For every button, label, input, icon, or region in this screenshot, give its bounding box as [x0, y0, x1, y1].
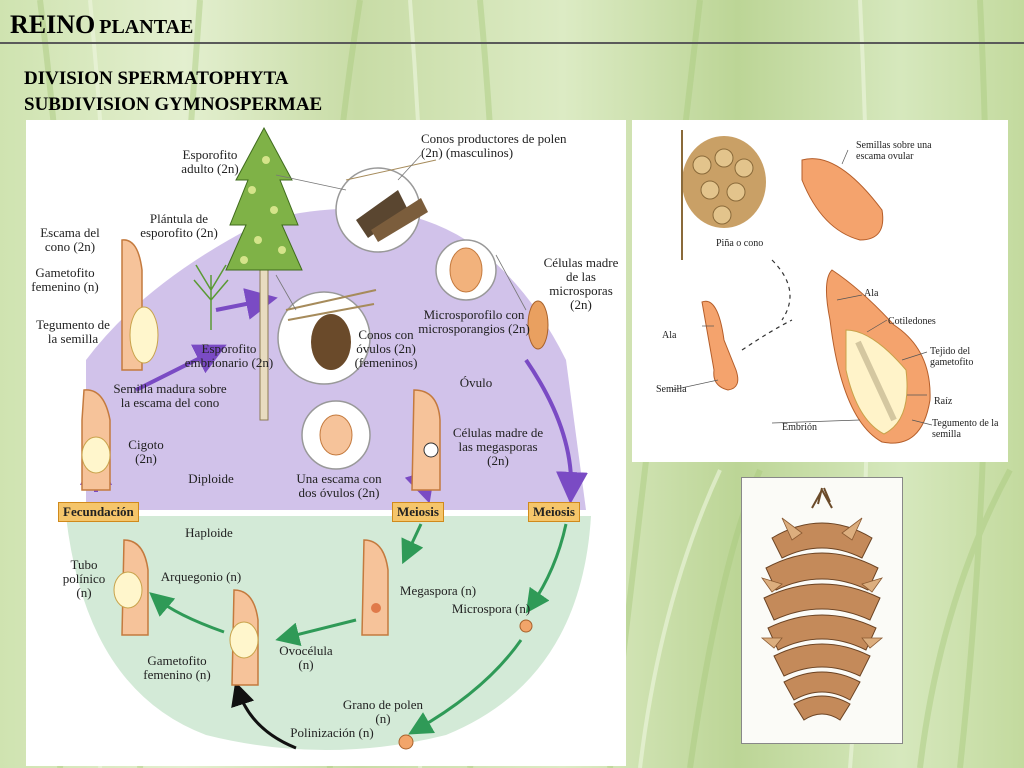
label-pina-cono: Piña o cono — [716, 238, 764, 249]
life-cycle-diagram: Esporofito adulto (2n) Conos productores… — [26, 120, 626, 766]
division-heading: DIVISION SPERMATOPHYTA — [24, 68, 289, 89]
label-embrion: Embrión — [782, 422, 817, 433]
label-tejido-gametofito: Tejido del gametofito — [930, 346, 974, 368]
label-polinizacion: Polinización (n) — [290, 725, 374, 740]
pollen-cones-illustration — [345, 159, 437, 242]
pine-cone-sketch — [681, 130, 766, 260]
subdivision-heading: SUBDIVISION GYMNOSPERMAE — [24, 94, 323, 115]
label-cigoto: Cigoto (2n) — [128, 437, 164, 466]
title-rule — [0, 42, 1024, 44]
label-tubo-polinico: Tubo polínico (n) — [62, 557, 106, 600]
tag-fecundacion: Fecundación — [58, 502, 139, 522]
label-semilla-madura: Semilla madura sobre la escama del cono — [113, 381, 227, 410]
label-raiz: Raíz — [934, 396, 953, 407]
scale-with-seeds — [801, 158, 884, 241]
label-esporofito-adulto: Esporofito adulto (2n) — [181, 147, 239, 176]
label-megaspora: Megaspora (n) — [399, 583, 477, 598]
label-ala-left: Ala — [662, 330, 677, 341]
label-escama-cono: Escama del cono (2n) — [40, 225, 100, 254]
label-arquegonio: Arquegonio (n) — [160, 569, 242, 584]
label-gametofito-femenino-top: Gametofito femenino (n) — [31, 265, 99, 294]
label-conos-ovulos: Conos con óvulos (2n) (femeninos) — [354, 327, 418, 370]
page-title: REINO PLANTAE — [10, 10, 194, 39]
label-celulas-madre-micro: Células madre de las microsporas (2n) — [543, 255, 619, 312]
label-microspora: Microspora (n) — [451, 601, 531, 616]
label-celulas-madre-mega: Células madre de las megasporas (2n) — [452, 425, 544, 468]
pine-cone-photo — [741, 477, 903, 744]
haploid-region — [66, 516, 591, 750]
label-ovulo: Óvulo — [459, 375, 493, 390]
label-tegumento-semilla: Tegumento de la semilla — [932, 418, 999, 440]
label-ala-top: Ala — [864, 288, 879, 299]
label-conos-polen: Conos productores de polen (2n) (masculi… — [421, 131, 567, 160]
winged-seed — [701, 300, 739, 391]
label-esporofito-embrionario: Esporofito embrionario (2n) — [184, 341, 274, 370]
label-gametofito-femenino-bottom: Gametofito femenino (n) — [143, 653, 211, 682]
label-semillas-escama: Semillas sobre una escama ovular — [856, 140, 932, 162]
seed-anatomy-panel: Semillas sobre una escama ovular Piña o … — [632, 120, 1008, 462]
label-escama-dos-ovulos: Una escama con dos óvulos (2n) — [296, 471, 382, 500]
tag-meiosis-right: Meiosis — [528, 502, 580, 522]
tree-illustration — [225, 126, 303, 421]
ovule-cone-illustration — [285, 289, 377, 370]
label-haploide: Haploide — [185, 525, 233, 540]
label-tegumento: Tegumento de la semilla — [36, 317, 110, 346]
label-diploide: Diploide — [188, 471, 234, 486]
label-ovocelula: Ovocélula (n) — [279, 643, 333, 672]
tag-meiosis-left: Meiosis — [392, 502, 444, 522]
label-grano-polen: Grano de polen (n) — [342, 697, 424, 726]
label-plantula: Plántula de esporofito (2n) — [140, 211, 218, 240]
label-semilla: Semilla — [656, 384, 687, 395]
label-microsporofilo: Microsporofilo con microsporangios (2n) — [418, 307, 530, 336]
label-cotiledones: Cotiledones — [888, 316, 936, 327]
